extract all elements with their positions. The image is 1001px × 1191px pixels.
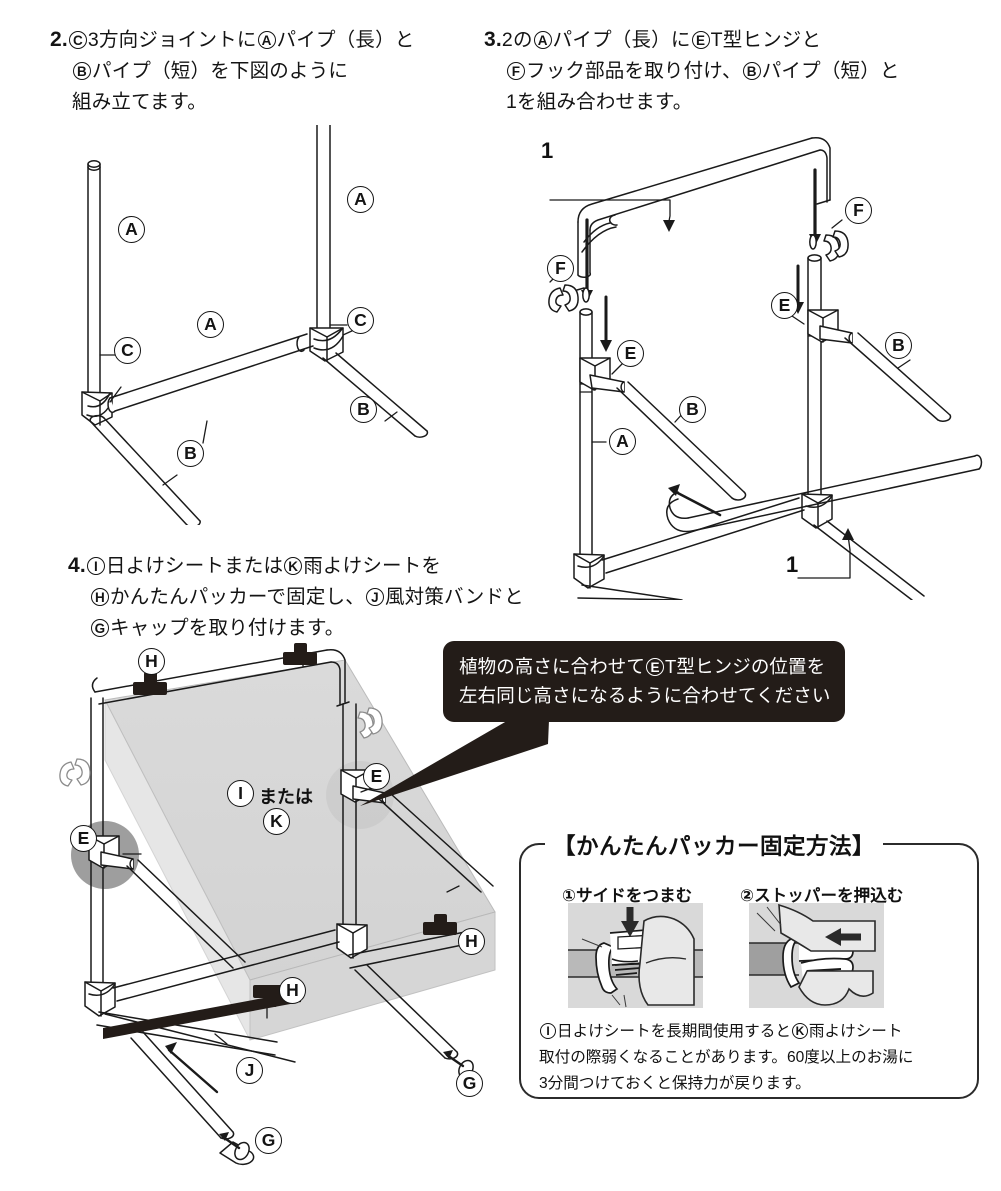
photo-push-stopper (749, 903, 884, 1008)
step4-label-packer-h-bottom: H (279, 977, 306, 1004)
packer-clips (133, 643, 457, 1007)
photo-pinch-side (568, 903, 703, 1008)
step2-label-joint-c-right: C (347, 307, 374, 334)
step-2-line-3: 組み立てます。 (72, 91, 207, 113)
callout-pointer (360, 696, 550, 806)
packer-step-1-heading: ①サイドをつまむ (562, 887, 693, 905)
step4-label-sheet-or: または (259, 787, 313, 807)
step4-label-sheet-i: I (227, 780, 254, 807)
step4-label-band-j: J (236, 1057, 263, 1084)
step4-label-hinge-e-right: E (363, 763, 390, 790)
step2-label-pipe-b-left: B (177, 440, 204, 467)
step3-label-pipe-b-right: B (885, 332, 912, 359)
step4-label-cap-g-left: G (255, 1127, 282, 1154)
wind-band-j (103, 991, 301, 1039)
step2-label-pipe-a-cross: A (197, 311, 224, 338)
step-3-line-3: 1を組み合わせます。 (506, 91, 693, 113)
step4-label-cap-g-right: G (456, 1070, 483, 1097)
step3-label-assembly-1-bottom: 1 (786, 552, 799, 577)
packer-note-line-3: 3分間つけておくと保持力が戻ります。 (539, 1075, 811, 1092)
step3-label-pipe-b-left: B (679, 396, 706, 423)
step2-label-pipe-a-right: A (347, 186, 374, 213)
packer-step-2-heading: ②ストッパーを押込む (740, 887, 904, 905)
step3-label-hinge-e-right: E (771, 292, 798, 319)
step3-label-hinge-e-left: E (617, 340, 644, 367)
step3-label-hook-f-right: F (845, 197, 872, 224)
step-2-diagram (81, 125, 429, 525)
step2-label-joint-c-left: C (114, 337, 141, 364)
packer-method-panel (519, 843, 979, 1099)
step-4-diagram (59, 643, 496, 1166)
packer-panel-title: 【かんたんパッカー固定方法】 (545, 829, 884, 861)
step-3-diagram (548, 136, 983, 600)
step3-label-hook-f-left: F (547, 255, 574, 282)
callout-line-2: 左右同じ高さになるように合わせてください (459, 685, 831, 706)
step4-label-packer-h-topleft: H (138, 648, 165, 675)
step2-label-pipe-a-left: A (118, 216, 145, 243)
step4-label-hinge-e-left: E (70, 825, 97, 852)
packer-note-line-2: 取付の際弱くなることがあります。60度以上のお湯に (539, 1049, 914, 1066)
step3-label-assembly-1-top: 1 (541, 138, 554, 163)
step3-label-pipe-a-left: A (609, 428, 636, 455)
step4-label-sheet-k: K (263, 808, 290, 835)
step4-label-packer-h-right: H (458, 928, 485, 955)
step2-label-pipe-b-right: B (350, 396, 377, 423)
